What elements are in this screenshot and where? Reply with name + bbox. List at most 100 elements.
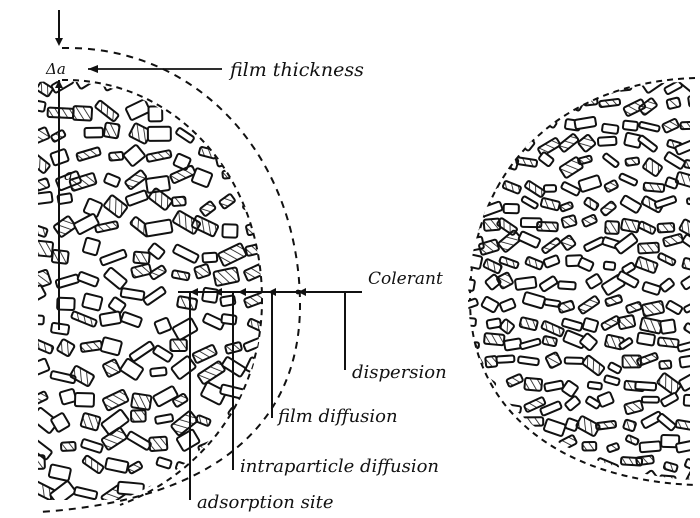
pore-wall (658, 253, 676, 266)
pore-wall (537, 137, 560, 156)
pore-wall (540, 74, 555, 84)
pore-wall (29, 100, 46, 112)
pore-wall (459, 178, 478, 189)
pore-wall (499, 319, 515, 334)
pore-wall (127, 461, 142, 474)
pore-wall (143, 286, 166, 305)
pore-wall (578, 175, 601, 192)
pore-wall (71, 311, 97, 327)
pore-wall (660, 392, 678, 407)
pore-wall (515, 133, 535, 152)
pore-wall (196, 79, 217, 95)
pore-wall (177, 296, 197, 310)
pore-wall (75, 393, 94, 407)
pore-wall (458, 278, 475, 291)
pore-wall (29, 455, 44, 469)
pore-wall (244, 291, 268, 308)
pore-wall (558, 281, 576, 289)
pore-wall (682, 234, 700, 253)
pore-wall (516, 157, 537, 167)
pore-wall (561, 235, 576, 251)
pore-wall (679, 355, 698, 368)
pore-wall (601, 316, 621, 331)
pore-wall (505, 105, 518, 112)
pore-wall (241, 98, 268, 114)
pore-wall (684, 323, 697, 335)
pore-wall (83, 237, 101, 255)
pore-wall (455, 435, 476, 450)
pore-wall (245, 357, 264, 376)
pore-wall (624, 400, 643, 414)
pore-wall (619, 82, 632, 91)
pore-wall (477, 444, 494, 452)
pore-wall (660, 278, 675, 292)
pore-wall (496, 272, 513, 289)
pore-wall (200, 468, 219, 478)
pore-wall (561, 461, 579, 473)
pore-wall (561, 215, 576, 228)
pore-wall (461, 253, 482, 269)
pore-wall (500, 454, 517, 470)
pore-wall (102, 359, 120, 377)
pore-wall (123, 144, 146, 166)
pore-wall (483, 135, 498, 147)
pore-wall (561, 481, 577, 496)
pore-wall (521, 73, 540, 89)
pore-wall (541, 321, 564, 337)
dispersion-label: dispersion (352, 362, 447, 383)
pore-wall (244, 261, 271, 281)
pore-wall (118, 482, 144, 496)
pore-wall (81, 439, 103, 453)
pore-wall (242, 198, 263, 216)
pore-wall (504, 204, 519, 213)
pore-wall (222, 224, 237, 237)
pore-wall (124, 73, 146, 88)
pore-wall (213, 267, 239, 286)
pore-wall (149, 437, 167, 451)
pore-wall (520, 338, 541, 349)
pore-wall (506, 137, 520, 151)
pore-wall (619, 173, 638, 186)
pore-wall (582, 318, 598, 333)
pore-wall (462, 357, 483, 374)
pore-wall (496, 72, 515, 89)
pore-wall (77, 272, 99, 287)
pore-wall (638, 243, 659, 254)
pore-wall (125, 170, 147, 190)
pore-wall (222, 430, 249, 452)
pore-wall (104, 122, 120, 138)
pore-wall (485, 356, 497, 368)
pore-wall (582, 442, 596, 450)
pore-wall (524, 180, 545, 197)
pore-wall (515, 277, 537, 290)
pore-wall (654, 196, 676, 209)
pore-wall (605, 221, 619, 234)
colorant-label: Colerant (368, 269, 443, 289)
pore-wall (100, 249, 127, 265)
pore-network-right (455, 71, 700, 496)
pore-wall (57, 339, 75, 357)
pore-wall (642, 158, 662, 177)
pore-wall (642, 301, 664, 317)
pore-wall (582, 214, 598, 227)
radius-a-label: a (64, 166, 73, 184)
pore-wall (507, 118, 521, 129)
pore-wall (476, 398, 495, 415)
pore-wall (578, 155, 592, 164)
pore-wall (229, 129, 243, 140)
pore-wall (463, 93, 482, 111)
pore-wall (148, 106, 162, 121)
pore-wall (666, 97, 680, 109)
pore-wall (146, 72, 165, 89)
pore-wall (544, 380, 564, 391)
pore-wall (596, 421, 616, 430)
pore-wall (80, 341, 102, 352)
pore-wall (561, 182, 580, 196)
pore-wall (173, 244, 199, 263)
pore-wall (221, 314, 236, 325)
adsorption-site-label: adsorption site (197, 492, 333, 513)
pore-wall (519, 441, 536, 449)
pore-wall (456, 416, 478, 436)
pore-wall (121, 288, 145, 300)
